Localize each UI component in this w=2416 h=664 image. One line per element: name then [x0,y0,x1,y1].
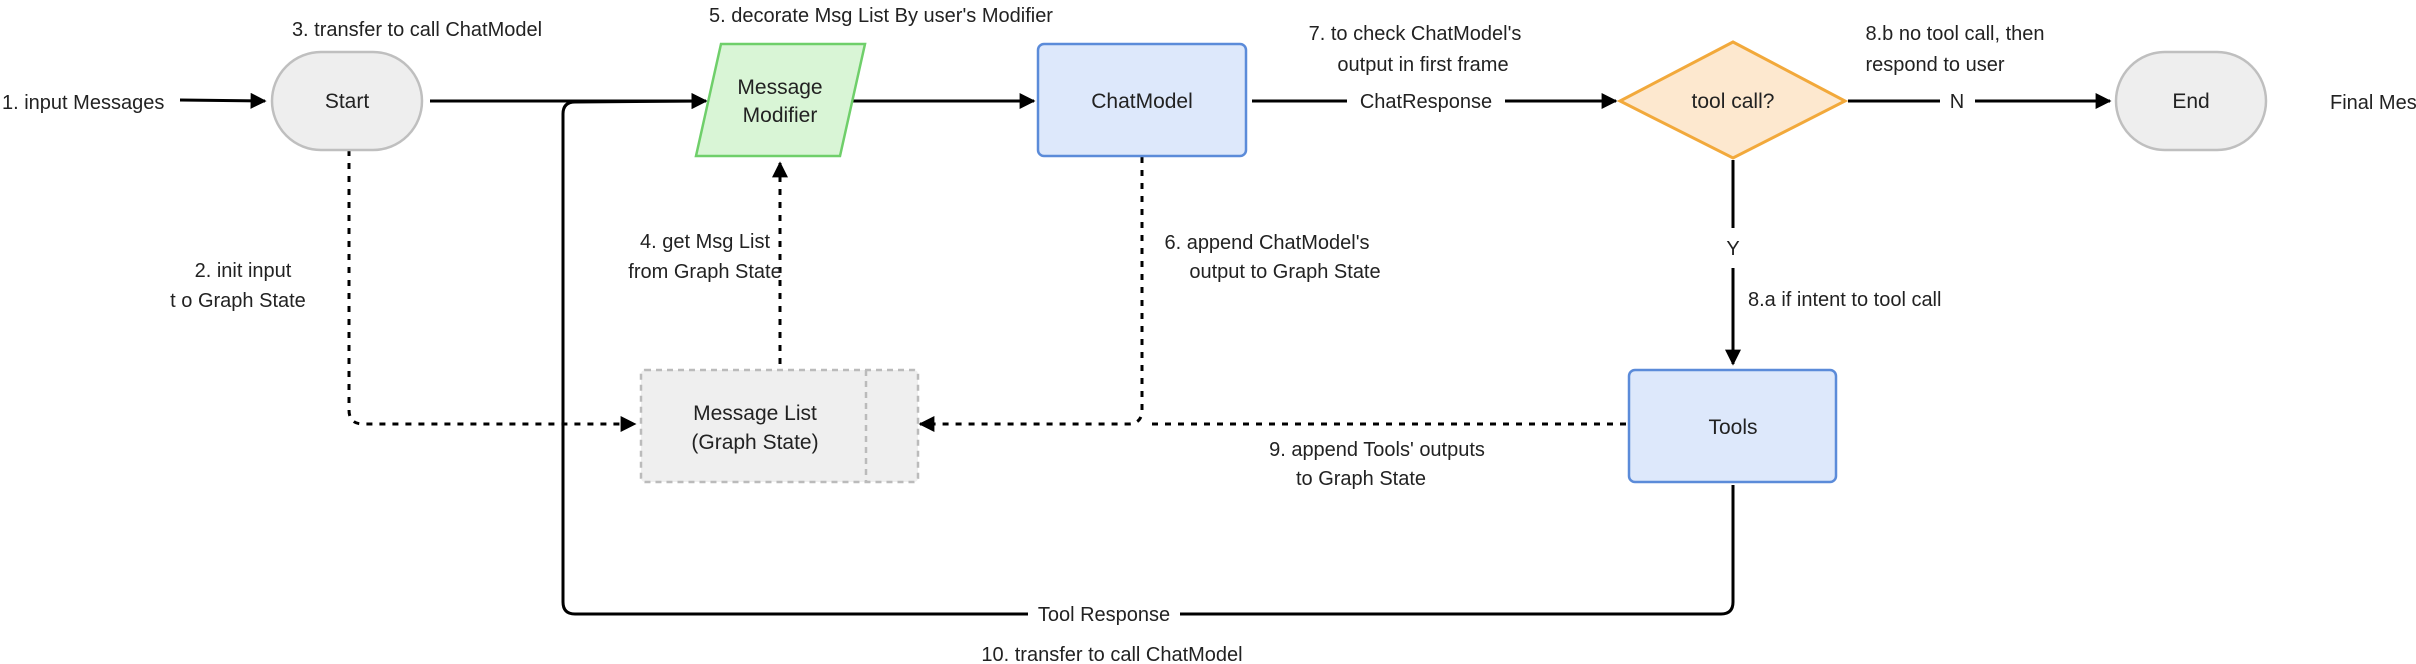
label-check-output-1: 7. to check ChatModel's [1309,23,1522,45]
label-append-chat-2: output to Graph State [1189,261,1380,283]
label-chat-response: ChatResponse [1360,91,1492,113]
node-start-label: Start [325,90,370,113]
edge-start-msglist [347,150,637,432]
node-tools-label: Tools [1708,416,1757,439]
label-decorate: 5. decorate Msg List By user's Modifier [709,5,1053,27]
label-no: N [1950,91,1964,113]
node-end[interactable]: End [2114,50,2268,152]
label-init-state-1: 2. init input [195,260,292,282]
label-get-list-2: from Graph State [628,261,781,283]
label-yes: Y [1726,238,1739,260]
label-append-tools-2: to Graph State [1296,468,1426,490]
label-final-message: Final Message [2330,92,2416,114]
label-no-tool-2: respond to user [1866,54,2005,76]
node-modifier-label-2: Modifier [743,104,818,127]
node-tools[interactable]: Tools [1627,368,1838,484]
label-append-chat-1: 6. append ChatModel's [1164,232,1369,254]
edge-input-start [179,92,267,109]
label-check-output-2: output in first frame [1337,54,1508,76]
node-msglist-label-2: (Graph State) [691,431,818,454]
node-chatmodel-label: ChatModel [1091,90,1193,113]
label-append-tools-1: 9. append Tools' outputs [1269,439,1485,461]
nodes: Start Message Modifier ChatModel tool ca… [270,40,2268,484]
label-transfer-tool: 10. transfer to call ChatModel [981,644,1242,664]
label-transfer-start: 3. transfer to call ChatModel [292,19,542,41]
node-start[interactable]: Start [270,50,424,152]
label-tool-response: Tool Response [1038,604,1170,626]
edge-chatmodel-msglist [918,157,1144,432]
node-message-list[interactable]: Message List (Graph State) [639,368,920,484]
node-msglist-label-1: Message List [693,402,817,425]
node-message-modifier[interactable]: Message Modifier [694,42,867,158]
edge-labels: 1. input Messages 2. init input t o Grap… [2,5,2416,664]
label-init-state-2: t o Graph State [170,290,306,312]
label-intent-tool: 8.a if intent to tool call [1748,289,1941,311]
node-decision[interactable]: tool call? [1616,40,1849,160]
label-no-tool-1: 8.b no tool call, then [1865,23,2044,45]
label-get-list-1: 4. get Msg List [640,231,771,253]
node-modifier-label-1: Message [737,76,822,99]
label-input-messages: 1. input Messages [2,92,164,114]
node-end-label: End [2172,90,2209,113]
node-chatmodel[interactable]: ChatModel [1036,42,1248,158]
edge-tools-loop [561,101,1735,616]
node-decision-label: tool call? [1692,90,1775,113]
edges [179,92,2112,616]
